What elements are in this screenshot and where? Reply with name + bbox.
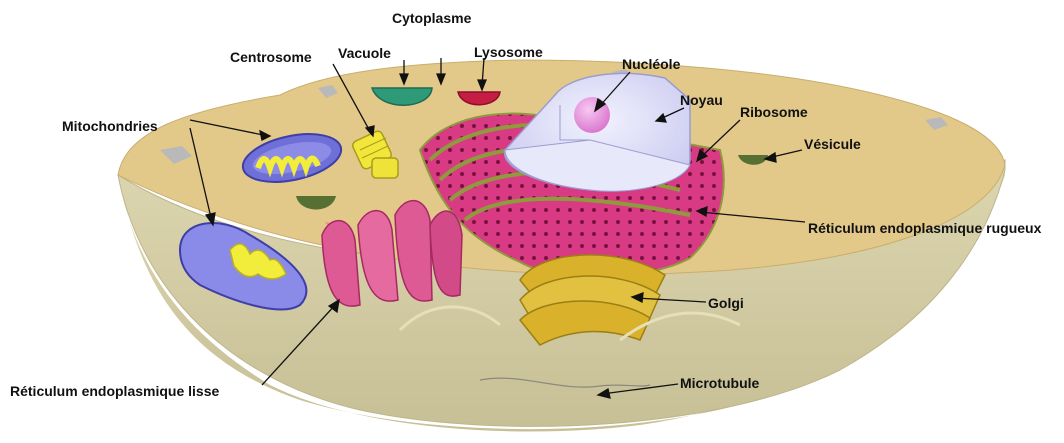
label-ribosome: Ribosome — [740, 104, 808, 120]
label-mitochondries: Mitochondries — [62, 118, 158, 134]
label-vesicule: Vésicule — [804, 136, 861, 152]
nucleolus — [574, 97, 610, 133]
label-rer: Réticulum endoplasmique rugueux — [808, 220, 1041, 236]
label-golgi: Golgi — [708, 295, 744, 311]
label-rel: Réticulum endoplasmique lisse — [10, 383, 219, 399]
label-cytoplasme: Cytoplasme — [392, 10, 471, 26]
golgi — [520, 255, 665, 345]
label-nucleole: Nucléole — [622, 56, 680, 72]
label-microtubule: Microtubule — [680, 375, 759, 391]
label-noyau: Noyau — [680, 92, 723, 108]
label-centrosome: Centrosome — [230, 49, 312, 65]
label-lysosome: Lysosome — [474, 44, 543, 60]
label-vacuole: Vacuole — [338, 45, 391, 61]
